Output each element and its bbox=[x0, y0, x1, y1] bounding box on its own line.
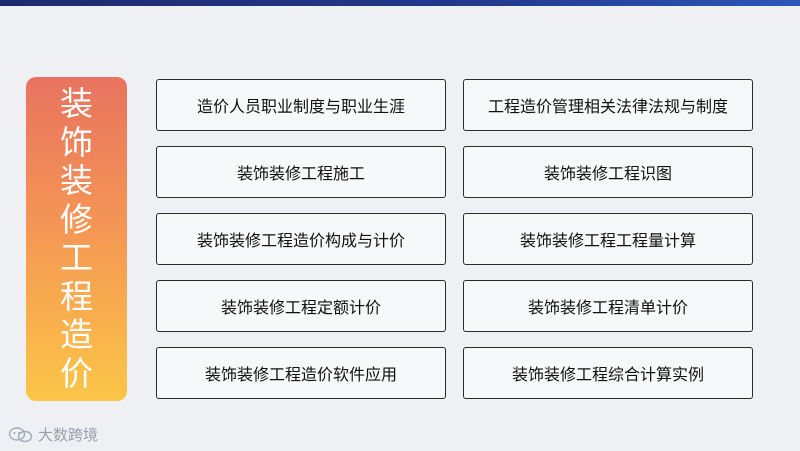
topic-card: 造价人员职业制度与职业生涯 bbox=[156, 79, 446, 131]
topic-card: 装饰装修工程定额计价 bbox=[156, 280, 446, 332]
topic-card: 装饰装修工程造价构成与计价 bbox=[156, 213, 446, 265]
topic-card: 装饰装修工程清单计价 bbox=[463, 280, 753, 332]
topic-card: 装饰装修工程综合计算实例 bbox=[463, 347, 753, 399]
wechat-logo-icon bbox=[8, 426, 33, 442]
topic-card: 工程造价管理相关法律法规与制度 bbox=[463, 79, 753, 131]
topic-card: 装饰装修工程识图 bbox=[463, 146, 753, 198]
topic-card: 装饰装修工程施工 bbox=[156, 146, 446, 198]
watermark: 大数跨境 bbox=[8, 424, 98, 445]
side-title: 装饰装修工程造价 bbox=[60, 84, 93, 393]
side-title-panel: 装饰装修工程造价 bbox=[26, 77, 127, 401]
top-accent-bar bbox=[0, 0, 800, 6]
watermark-text: 大数跨境 bbox=[38, 426, 99, 444]
topic-card: 装饰装修工程造价软件应用 bbox=[156, 347, 446, 399]
topic-card: 装饰装修工程工程量计算 bbox=[463, 213, 753, 265]
